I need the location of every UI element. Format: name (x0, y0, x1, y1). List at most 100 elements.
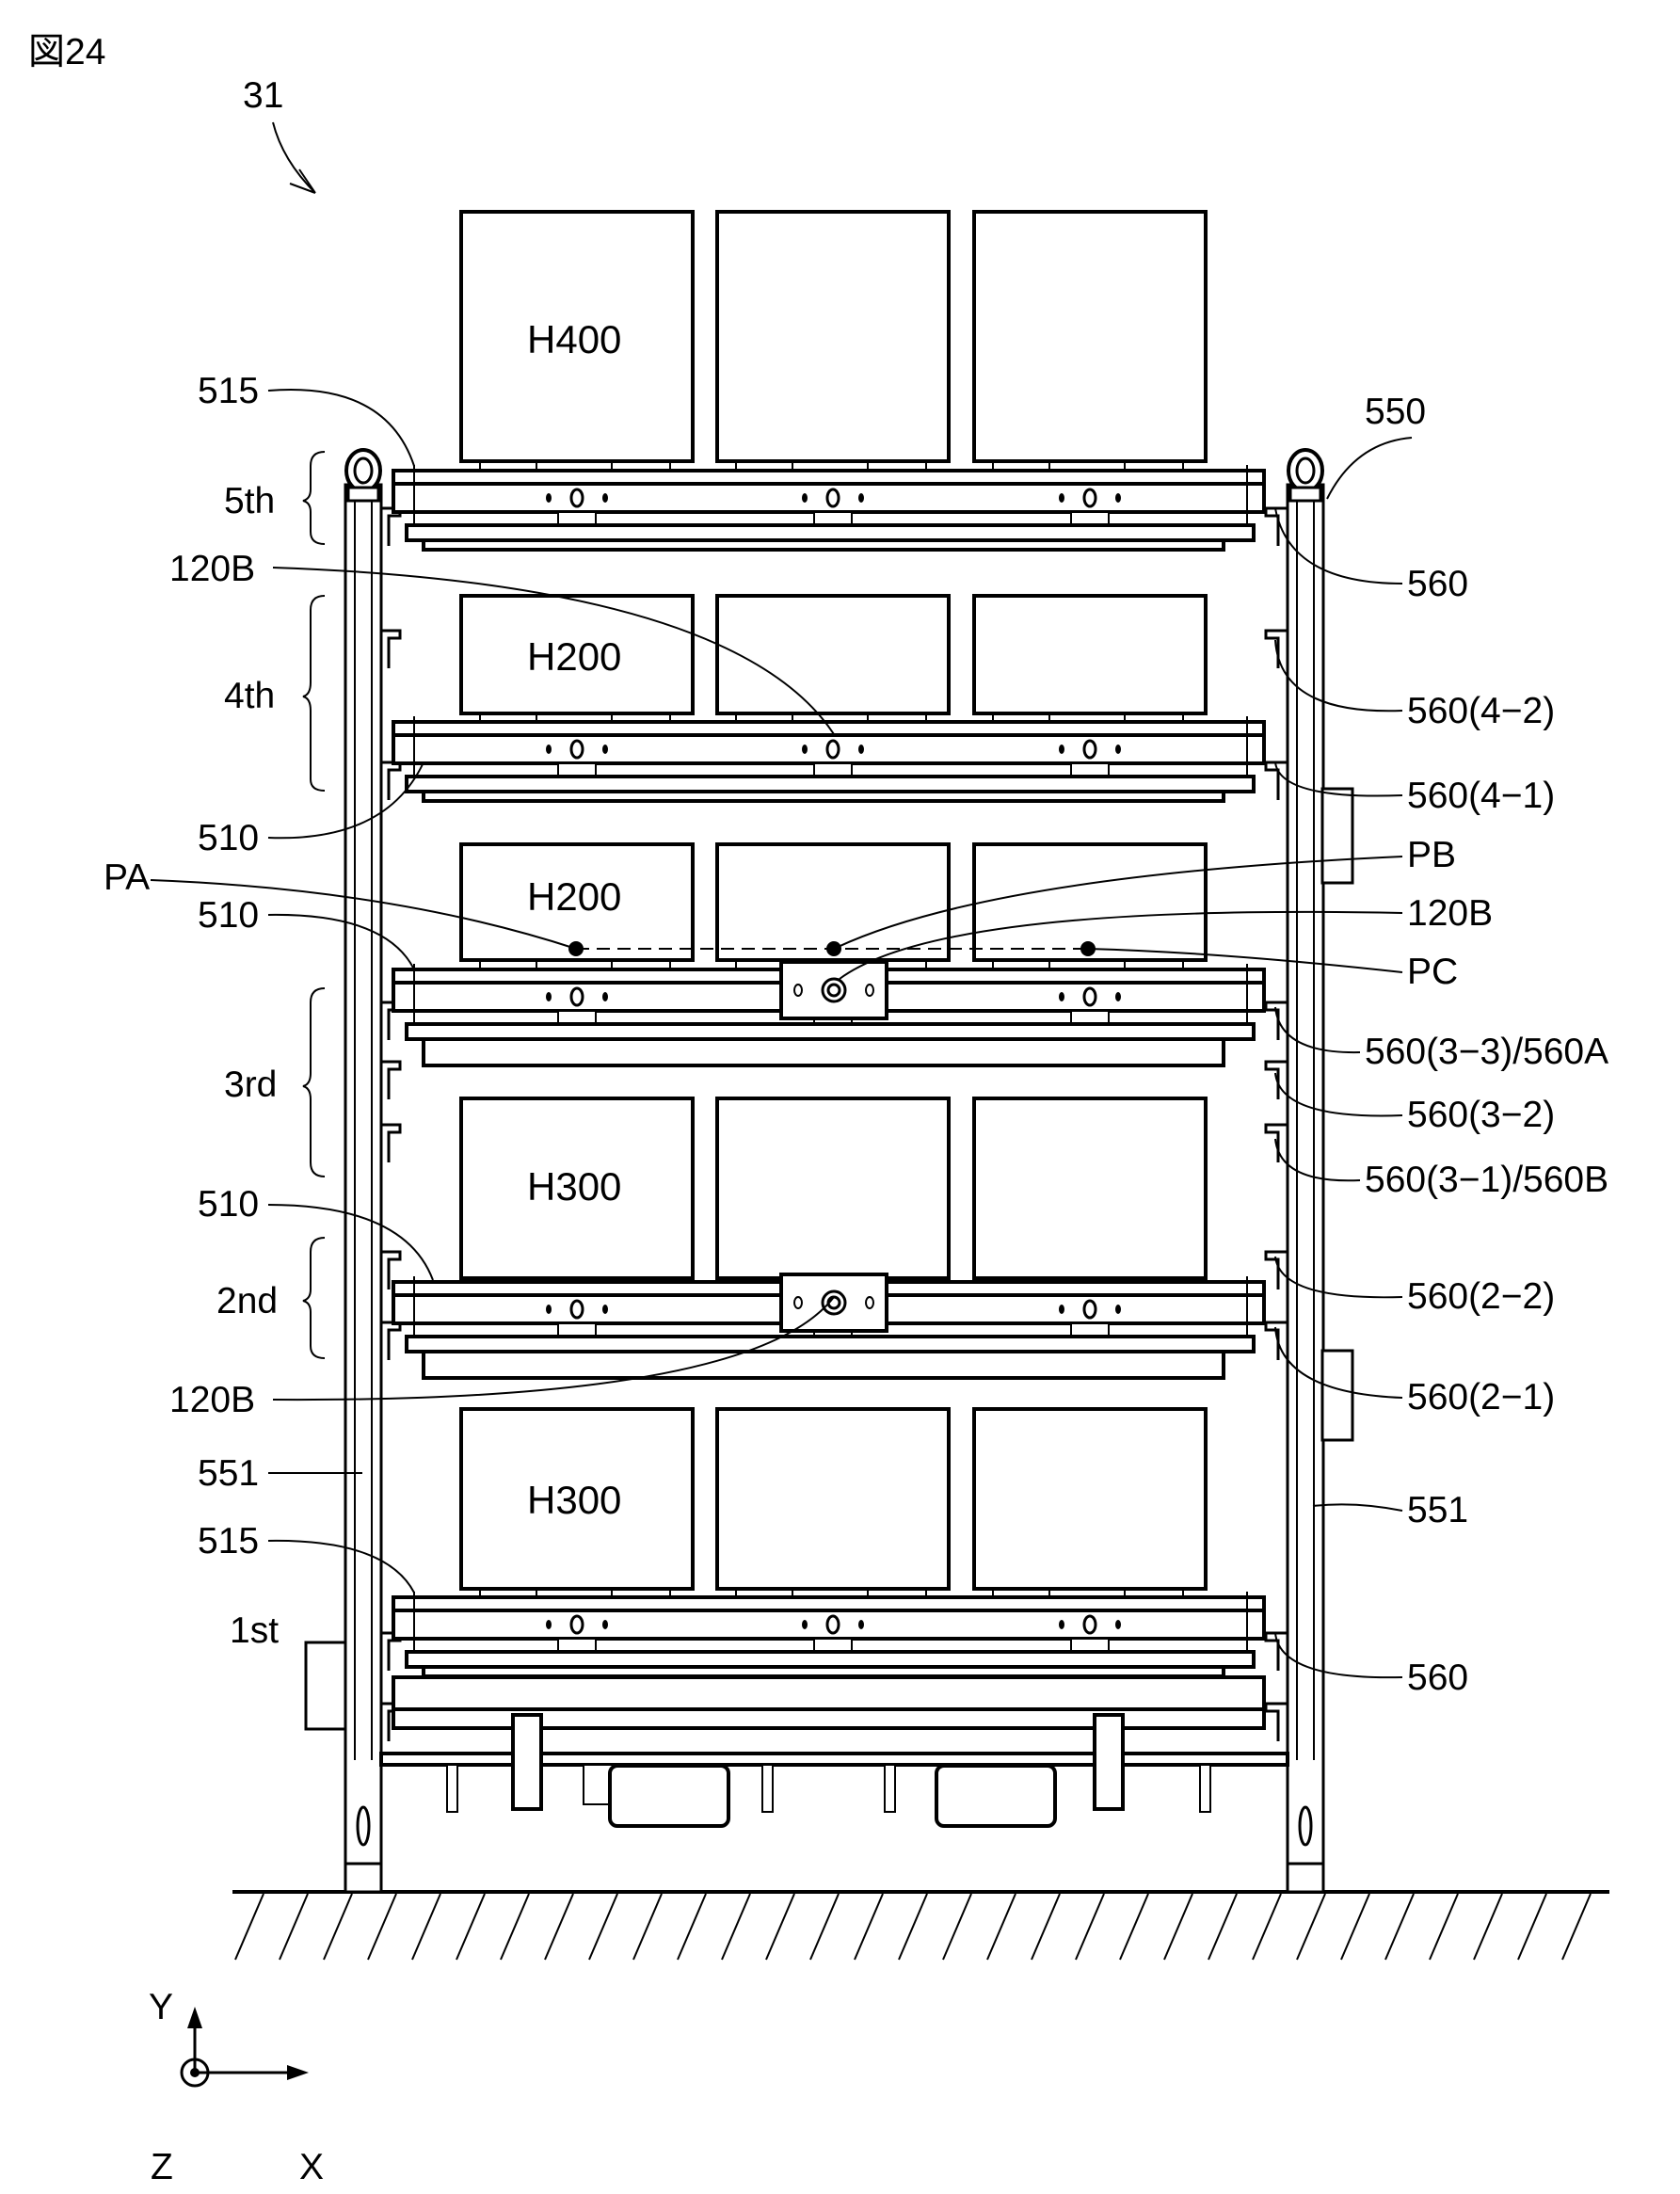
ground-hatch (1518, 1894, 1546, 1960)
ground-hatch (1385, 1894, 1414, 1960)
container-box (717, 1098, 949, 1278)
label-560-3-3: 560(3−3)/560A (1365, 1032, 1608, 1072)
bolt (1115, 992, 1121, 1001)
tier-2nd: 2nd (216, 1281, 278, 1321)
post-slot (1300, 1807, 1311, 1845)
ground-hatch (545, 1894, 573, 1960)
bolt (1059, 992, 1064, 1001)
coordinate-axes: Y X Z (149, 1987, 324, 2187)
bolt (858, 1620, 864, 1629)
right-post (1288, 485, 1323, 1892)
z-axis-dot (190, 2068, 200, 2077)
rail-bracket (558, 1639, 596, 1652)
base-tab (885, 1765, 895, 1812)
bolt-hole (1084, 988, 1096, 1005)
ground-hatch (855, 1894, 883, 1960)
label-560-4-2: 560(4−2) (1407, 691, 1555, 731)
container-box (974, 596, 1206, 713)
base-leg (1095, 1715, 1123, 1809)
shelf-5th-tray (424, 540, 1224, 550)
bolt (1059, 1305, 1064, 1314)
eye-bolt-hole (1297, 458, 1314, 483)
ground-hatch (280, 1894, 308, 1960)
ground-hatch (633, 1894, 662, 1960)
ground-hatch (324, 1894, 352, 1960)
shelf-1st-top-rail (393, 1597, 1264, 1610)
label-560-bottom: 560 (1407, 1658, 1468, 1698)
eye-bolt-base (1290, 488, 1320, 501)
ground-hatch (943, 1894, 971, 1960)
box-label-h300-lower: H300 (527, 1478, 621, 1522)
bolt (546, 992, 552, 1001)
brace-3rd (303, 988, 325, 1177)
label-515-top: 515 (198, 371, 259, 411)
rail-bracket (558, 763, 596, 777)
tier-4th: 4th (224, 676, 275, 716)
shelf-5th-lower-rail (407, 525, 1254, 540)
hook-right (1266, 1252, 1288, 1289)
shelf-3rd-lower-rail (407, 1024, 1254, 1039)
ground-hatch (899, 1894, 927, 1960)
label-551-left: 551 (198, 1453, 259, 1494)
hook-left (381, 1322, 400, 1360)
hook-left (381, 631, 400, 668)
base-tab (1200, 1765, 1210, 1812)
base-tab (762, 1765, 773, 1812)
bolt (1115, 1305, 1121, 1314)
brace-5th (303, 452, 325, 544)
label-551-right: 551 (1407, 1490, 1468, 1530)
hook-left (381, 762, 400, 800)
bolt (1059, 745, 1064, 754)
bolt-hole (571, 1616, 583, 1633)
label-120B-upper: 120B (169, 549, 255, 589)
bolt-hole (571, 988, 583, 1005)
rail-bracket (558, 512, 596, 525)
shelf-2nd-tray (424, 1352, 1224, 1378)
bolt (802, 745, 808, 754)
container-box (974, 1098, 1206, 1278)
box-label-h300-upper: H300 (527, 1164, 621, 1209)
bolt-hole (571, 741, 583, 758)
bolt-hole (571, 1301, 583, 1318)
ground-hatch (1164, 1894, 1192, 1960)
ref-31-arrow (273, 122, 315, 193)
hook-left (381, 1062, 400, 1099)
lock-screw (794, 1297, 802, 1308)
bolt (546, 745, 552, 754)
shelf-4th-tray (424, 792, 1224, 801)
rail-bracket (1071, 1639, 1109, 1652)
leader-550 (1327, 438, 1412, 499)
ground-hatch (722, 1894, 750, 1960)
container-box (717, 596, 949, 713)
base-leg (513, 1715, 541, 1809)
leader-515-bottom (268, 1541, 414, 1593)
bolt (602, 493, 608, 503)
label-510-a: 510 (198, 818, 259, 858)
label-560-2-1: 560(2−1) (1407, 1377, 1555, 1417)
shelf-4th-top-rail (393, 722, 1264, 735)
box-label-h200-lower: H200 (527, 874, 621, 919)
bolt-hole (1084, 1301, 1096, 1318)
label-510-c: 510 (198, 1184, 259, 1225)
label-560-3-1: 560(3−1)/560B (1365, 1160, 1608, 1200)
ground-hatch (1474, 1894, 1502, 1960)
tier-5th: 5th (224, 481, 275, 521)
label-510-b: 510 (198, 895, 259, 936)
label-550: 550 (1365, 392, 1426, 432)
right-plate-upper (1322, 789, 1352, 883)
y-arrowhead-icon (187, 2007, 202, 2028)
rail-bracket (814, 512, 852, 525)
label-PB: PB (1407, 835, 1456, 875)
label-560-3-2: 560(3−2) (1407, 1095, 1555, 1135)
label-560-top: 560 (1407, 564, 1468, 604)
rail-bracket (1071, 763, 1109, 777)
label-PC: PC (1407, 952, 1458, 992)
shelf-4th-lower-rail (407, 777, 1254, 792)
bolt (546, 1305, 552, 1314)
hook-right (1266, 1002, 1288, 1040)
bolt (802, 1620, 808, 1629)
lock-screw (866, 985, 873, 996)
point-PA (568, 941, 584, 956)
bolt (602, 1620, 608, 1629)
